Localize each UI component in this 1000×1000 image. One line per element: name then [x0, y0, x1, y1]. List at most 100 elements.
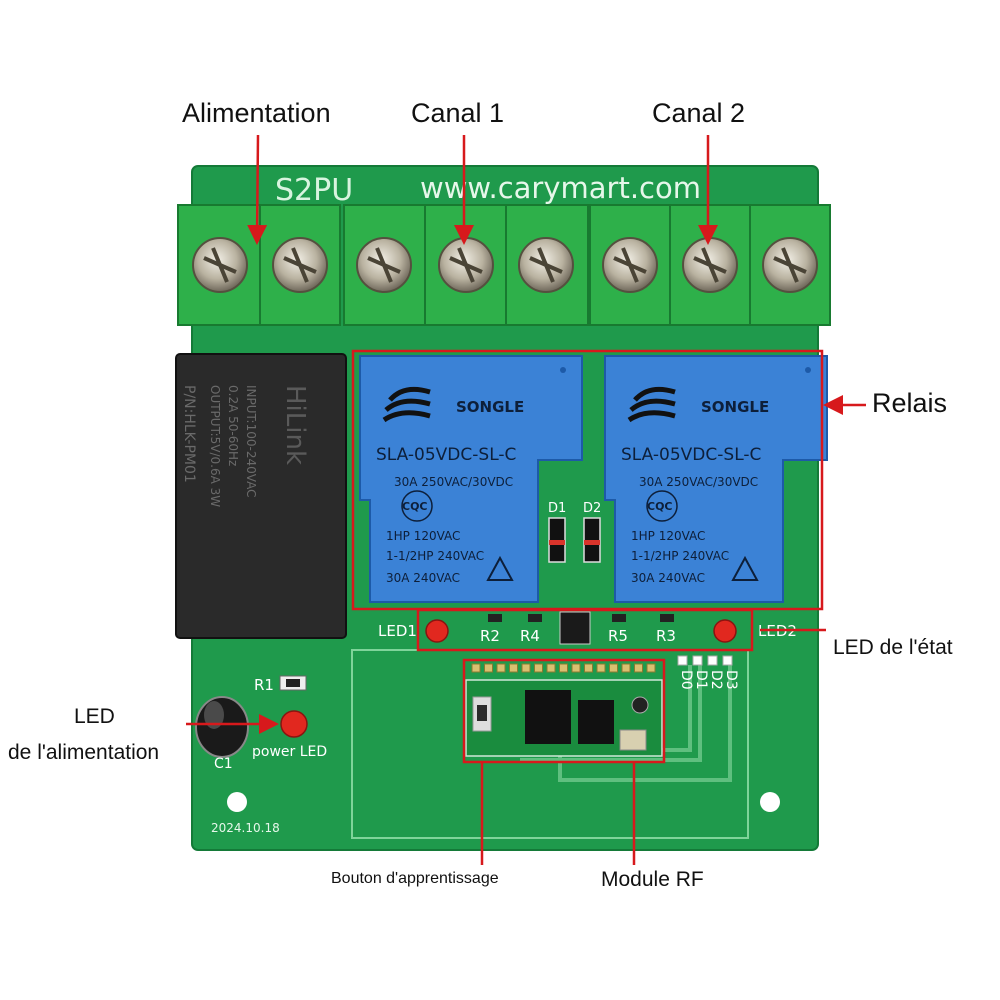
rf-module-highlight-box: [462, 658, 666, 764]
terminal-screw: [438, 237, 494, 293]
board-url-label: www.carymart.com: [420, 171, 701, 205]
rf-amplifier-chip: [578, 700, 614, 744]
relay-2-relay-line3-label: 1-1/2HP 240VAC: [631, 549, 729, 563]
header-pin: [496, 663, 506, 673]
relay-2-relay-cert-label: CQC: [647, 500, 673, 513]
header-pin: [596, 663, 606, 673]
psu-part-label: P/N:HLK-PM01: [181, 385, 197, 483]
learn-button-cap: [477, 705, 487, 721]
power-led-area: R1 power LED C1 2024.10.18: [195, 675, 327, 835]
terminal-screw: [192, 237, 248, 293]
terminal-screw: [272, 237, 328, 293]
highlight-boxes: [351, 349, 824, 764]
relay-1: SONGLE SLA-05VDC-SL-C 30A 250VAC/30VDC CQC 1…: [359, 355, 583, 603]
r2-label: R2: [480, 627, 500, 645]
pin-pad: [692, 655, 703, 666]
relay-1-relay-brand-label: SONGLE: [456, 398, 524, 416]
header-pins: [471, 655, 733, 673]
callout-channel-2: Canal 2: [652, 98, 746, 128]
relay-2-relay-line1-label: 30A 250VAC/30VDC: [639, 475, 758, 489]
psu-input-label: INPUT:100-240VAC: [244, 385, 258, 498]
mount-hole-bottom-left: [227, 792, 247, 812]
header-pin: [534, 663, 543, 673]
callout-status-led: LED de l'état: [833, 636, 953, 659]
relay-1-relay-line3-label: 1-1/2HP 240VAC: [386, 549, 484, 563]
header-pin: [584, 663, 593, 673]
callout-rf-module: Module RF: [601, 868, 704, 891]
relay-2-relay-model-label: SLA-05VDC-SL-C: [621, 445, 761, 465]
rf-crystal: [619, 729, 647, 751]
diode-d1: D1: [548, 501, 566, 563]
header-pin: [646, 663, 656, 673]
callout-channel-1: Canal 1: [411, 98, 505, 128]
header-pin: [521, 663, 531, 673]
capacitor-c1: [195, 696, 249, 758]
led1-label: LED1: [378, 622, 417, 640]
r5-label: R5: [608, 627, 628, 645]
r1-label: R1: [254, 676, 274, 694]
relay-2-relay-line4-label: 30A 240VAC: [631, 571, 705, 585]
callout-relays: Relais: [872, 388, 948, 418]
c1-label: C1: [214, 756, 233, 772]
relay-1-relay-line4-label: 30A 240VAC: [386, 571, 460, 585]
terminal-screw: [682, 237, 738, 293]
relay-2-relay-line2-label: 1HP 120VAC: [631, 529, 705, 543]
psu-output-label: OUTPUT:5V/0.6A 3W: [208, 385, 222, 507]
relay-2-relay-brand-label: SONGLE: [701, 398, 769, 416]
pin-pad: [722, 655, 733, 666]
status-led-2: [713, 619, 737, 643]
relays: SONGLE SLA-05VDC-SL-C 30A 250VAC/30VDC CQC 1…: [359, 355, 828, 603]
power-module: HiLink INPUT:100-240VAC 0.2A 50-60Hz OUT…: [175, 353, 347, 639]
r3-label: R3: [656, 627, 676, 645]
callout-power-supply: Alimentation: [182, 98, 331, 128]
psu-rating-label: 0.2A 50-60Hz: [226, 385, 240, 466]
header-pin: [621, 663, 631, 673]
pin-pad: [707, 655, 718, 666]
terminal-screw: [518, 237, 574, 293]
header-pin: [509, 663, 518, 673]
mount-hole-bottom-right: [760, 792, 780, 812]
power-led: [280, 710, 308, 738]
pin-label-d0: D0: [678, 670, 694, 690]
header-pin: [546, 663, 556, 673]
relay-1-relay-cert-label: CQC: [402, 500, 428, 513]
terminal-screw: [356, 237, 412, 293]
r4-label: R4: [520, 627, 540, 645]
header-pin: [571, 663, 581, 673]
relay-2: SONGLE SLA-05VDC-SL-C 30A 250VAC/30VDC CQC 1…: [604, 355, 828, 603]
header-pin: [634, 663, 643, 673]
header-pin: [559, 663, 568, 673]
pin-label-d3: D3: [723, 670, 739, 690]
header-pin: [609, 663, 618, 673]
status-led-area: LED1 LED2 R2 R4 R5 R3: [378, 611, 797, 645]
board-date-label: 2024.10.18: [211, 821, 280, 835]
pin-label-d2: D2: [708, 670, 724, 690]
rf-module-board: [465, 679, 663, 757]
header-pin: [484, 663, 493, 673]
relay-1-relay-line1-label: 30A 250VAC/30VDC: [394, 475, 513, 489]
relay-1-relay-line2-label: 1HP 120VAC: [386, 529, 460, 543]
relay-1-relay-model-label: SLA-05VDC-SL-C: [376, 445, 516, 465]
rf-decoder-chip: [525, 690, 571, 744]
d1-label: D1: [548, 501, 566, 516]
header-pin: [471, 663, 481, 673]
terminal-screw: [762, 237, 818, 293]
pin-pad: [677, 655, 688, 666]
callout-power-led-line-1: LED: [74, 705, 115, 728]
status-led-highlight-box: [416, 608, 754, 652]
callout-learn-button: Bouton d'apprentissage: [331, 870, 499, 887]
diode-d2: D2: [583, 501, 601, 563]
d2-label: D2: [583, 501, 601, 516]
board-model-label: S2PU: [275, 173, 353, 208]
psu-brand-label: HiLink: [280, 385, 310, 465]
arrow-power-supply: [247, 134, 268, 245]
callout-power-led-line-2: de l'alimentation: [8, 741, 160, 764]
terminal-screw: [602, 237, 658, 293]
callout-arrows: [186, 134, 866, 865]
status-led-1: [425, 619, 449, 643]
power-led-silk-label: power LED: [252, 744, 327, 760]
pin-label-d1: D1: [693, 670, 709, 690]
